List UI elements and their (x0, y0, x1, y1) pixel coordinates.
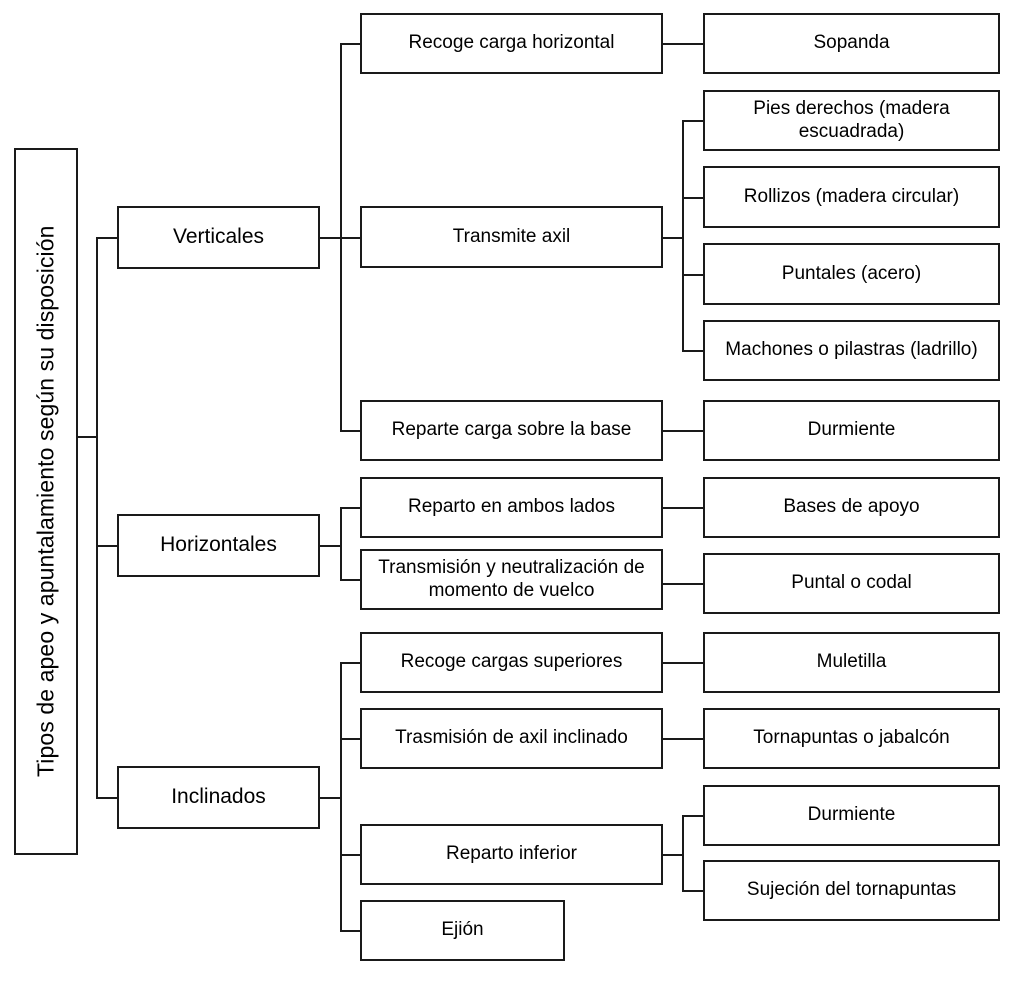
root-node-label: Tipos de apeo y apuntalamiento según su … (32, 225, 59, 778)
node-reparto-en-ambos-lados-label: Reparto en ambos lados (407, 496, 615, 518)
connector-inclinados-to-ejion (340, 930, 361, 932)
node-reparto-inferior[interactable]: Reparto inferior (360, 824, 663, 885)
node-recoge-cargas-superiores-label: Recoge cargas superiores (400, 651, 623, 673)
connector-reparto-to-bases (663, 507, 704, 509)
connector-horizontales-stub (320, 545, 341, 547)
connector-root-to-verticales (96, 237, 117, 239)
connector-transmite-bus (682, 120, 684, 351)
connector-reparto-inf-to-sujecion (682, 890, 704, 892)
node-tornapuntas-o-jabalcon-label: Tornapuntas o jabalcón (753, 727, 950, 749)
node-sopanda-label: Sopanda (813, 32, 890, 54)
node-reparte-carga-sobre-la-base-label: Reparte carga sobre la base (391, 419, 632, 441)
node-recoge-carga-horizontal[interactable]: Recoge carga horizontal (360, 13, 663, 74)
connector-inclinados-stub (320, 797, 341, 799)
node-trasmision-de-axil-inclinado-label: Trasmisión de axil inclinado (395, 727, 628, 749)
node-verticales-label: Verticales (172, 225, 265, 249)
connector-horizontales-to-reparto (340, 507, 361, 509)
connector-reparto-inf-to-durmiente (682, 815, 704, 817)
connector-horizontales-bus (340, 507, 342, 580)
connector-transmision-to-puntal-codal (663, 583, 704, 585)
node-tornapuntas-o-jabalcon[interactable]: Tornapuntas o jabalcón (703, 708, 1000, 769)
connector-trasmision-to-tornapuntas (663, 738, 704, 740)
node-machones-o-pilastras[interactable]: Machones o pilastras (ladrillo) (703, 320, 1000, 381)
node-bases-de-apoyo-label: Bases de apoyo (783, 496, 920, 518)
node-recoge-carga-horizontal-label: Recoge carga horizontal (408, 32, 615, 54)
connector-verticales-to-recoge (340, 43, 361, 45)
node-transmision-neutralizacion-momento-vuelco[interactable]: Transmisión y neutralización de momento … (360, 549, 663, 610)
connector-root-to-inclinados (96, 797, 117, 799)
node-machones-o-pilastras-label: Machones o pilastras (ladrillo) (725, 339, 978, 361)
node-verticales[interactable]: Verticales (117, 206, 320, 269)
node-trasmision-de-axil-inclinado[interactable]: Trasmisión de axil inclinado (360, 708, 663, 769)
connector-root-stub (78, 436, 97, 438)
node-puntales-acero[interactable]: Puntales (acero) (703, 243, 1000, 305)
node-sopanda[interactable]: Sopanda (703, 13, 1000, 74)
connector-transmite-to-machones (682, 350, 704, 352)
connector-verticales-to-transmite (340, 237, 361, 239)
connector-verticales-to-reparte (340, 430, 361, 432)
node-rollizos[interactable]: Rollizos (madera circular) (703, 166, 1000, 228)
node-transmision-neutralizacion-momento-vuelco-label: Transmisión y neutralización de momento … (378, 557, 645, 601)
node-reparte-carga-sobre-la-base[interactable]: Reparte carga sobre la base (360, 400, 663, 461)
node-inclinados-label: Inclinados (171, 785, 266, 809)
connector-transmite-to-puntales (682, 274, 704, 276)
connector-transmite-stub (663, 237, 683, 239)
connector-recoge-sup-to-muletilla (663, 662, 704, 664)
node-durmiente-inclinado-label: Durmiente (807, 804, 896, 826)
node-transmite-axil-label: Transmite axil (452, 225, 571, 247)
node-puntales-acero-label: Puntales (acero) (781, 262, 922, 284)
node-horizontales[interactable]: Horizontales (117, 514, 320, 577)
node-durmiente-vertical-label: Durmiente (807, 419, 896, 441)
node-puntal-o-codal-label: Puntal o codal (791, 572, 912, 594)
node-sujecion-del-tornapuntas-label: Sujeción del tornapuntas (746, 879, 957, 901)
connector-transmite-to-rollizos (682, 197, 704, 199)
node-ejion[interactable]: Ejión (360, 900, 565, 961)
node-bases-de-apoyo[interactable]: Bases de apoyo (703, 477, 1000, 538)
connector-reparto-inf-bus (682, 815, 684, 891)
node-rollizos-label: Rollizos (madera circular) (743, 185, 960, 207)
connector-inclinados-to-recoge-sup (340, 662, 361, 664)
connector-recoge-to-sopanda (663, 43, 704, 45)
node-recoge-cargas-superiores[interactable]: Recoge cargas superiores (360, 632, 663, 693)
node-inclinados[interactable]: Inclinados (117, 766, 320, 829)
node-puntal-o-codal[interactable]: Puntal o codal (703, 553, 1000, 614)
connector-transmite-to-pies-derechos (682, 120, 704, 122)
node-durmiente-vertical[interactable]: Durmiente (703, 400, 1000, 461)
node-sujecion-del-tornapuntas[interactable]: Sujeción del tornapuntas (703, 860, 1000, 921)
node-pies-derechos-label: Pies derechos (madera escuadrada) (753, 98, 950, 142)
node-horizontales-label: Horizontales (160, 533, 277, 557)
node-reparto-inferior-label: Reparto inferior (446, 843, 577, 865)
node-pies-derechos[interactable]: Pies derechos (madera escuadrada) (703, 90, 1000, 151)
connector-inclinados-to-reparto-inf (340, 854, 361, 856)
node-ejion-label: Ejión (441, 919, 484, 941)
node-transmite-axil[interactable]: Transmite axil (360, 206, 663, 268)
root-node-tipos-de-apeo[interactable]: Tipos de apeo y apuntalamiento según su … (14, 148, 78, 855)
node-reparto-en-ambos-lados[interactable]: Reparto en ambos lados (360, 477, 663, 538)
connector-reparte-to-durmiente (663, 430, 704, 432)
connector-verticales-stub (320, 237, 341, 239)
connector-inclinados-to-trasmision (340, 738, 361, 740)
node-durmiente-inclinado[interactable]: Durmiente (703, 785, 1000, 846)
node-muletilla-label: Muletilla (816, 651, 887, 673)
node-muletilla[interactable]: Muletilla (703, 632, 1000, 693)
connector-root-to-horizontales (96, 545, 117, 547)
connector-root-trunk (96, 237, 98, 798)
connector-inclinados-bus (340, 662, 342, 931)
connector-reparto-inf-stub (663, 854, 683, 856)
connector-horizontales-to-transmision (340, 579, 361, 581)
